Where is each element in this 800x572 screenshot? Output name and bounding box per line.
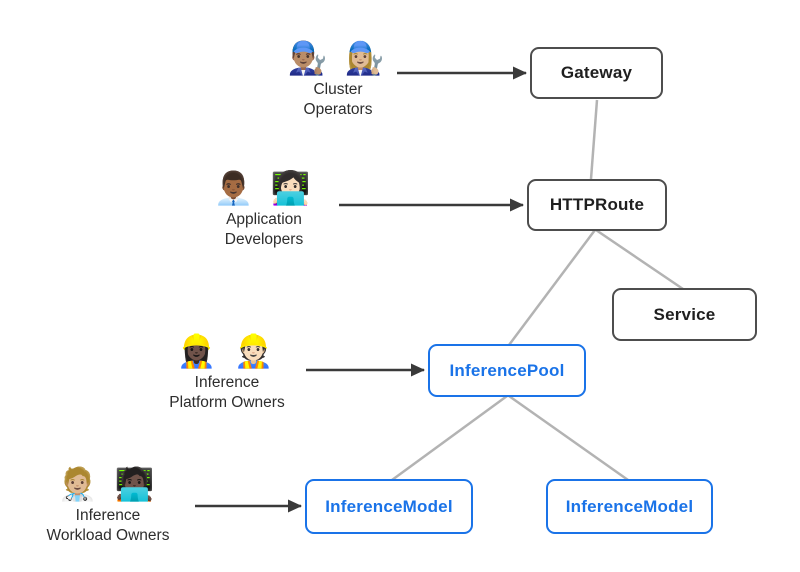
node-service: Service	[612, 288, 757, 341]
persona-inference-workload-owners: 🧑🏼‍⚕️ 🧑🏿‍💻 Inference Workload Owners	[28, 464, 188, 546]
persona-label-line2: Operators	[303, 101, 373, 118]
node-inferencepool: InferencePool	[428, 344, 586, 397]
edge-httproute-service	[595, 228, 684, 291]
edge-inferencepool-inferencemodel-right	[508, 394, 629, 482]
developer-emoji-pair-icon: 👨🏾‍💼 👩🏻‍💻	[213, 170, 315, 206]
node-httproute: HTTPRoute	[527, 179, 667, 231]
persona-application-developers: 👨🏾‍💼 👩🏻‍💻 Application Developers	[184, 168, 344, 250]
persona-label-line1: Application	[226, 211, 302, 228]
persona-cluster-operators: 👨🏽‍🔧 👩🏼‍🔧 Cluster Operators	[258, 38, 418, 120]
mechanic-emoji-pair-icon: 👨🏽‍🔧 👩🏼‍🔧	[287, 40, 389, 76]
persona-label-line2: Workload Owners	[46, 527, 170, 544]
construction-worker-emoji-pair-icon: 👷🏿‍♀️ 👷🏻	[176, 333, 278, 369]
persona-label-line2: Developers	[224, 231, 304, 248]
node-inferencemodel-right: InferenceModel	[546, 479, 713, 534]
workload-owner-emoji-pair-icon: 🧑🏼‍⚕️ 🧑🏿‍💻	[57, 466, 159, 502]
persona-label-line1: Cluster	[313, 81, 363, 98]
edge-gateway-httproute	[589, 99, 599, 180]
persona-label: Cluster Operators	[258, 80, 418, 120]
persona-label: Application Developers	[184, 210, 344, 250]
persona-label: Inference Workload Owners	[28, 506, 188, 546]
persona-label: Inference Platform Owners	[147, 373, 307, 413]
persona-label-line1: Inference	[194, 374, 260, 391]
edge-httproute-inferencepool	[507, 229, 597, 346]
edge-inferencepool-inferencemodel-left	[391, 394, 508, 482]
node-gateway: Gateway	[530, 47, 663, 99]
persona-inference-platform-owners: 👷🏿‍♀️ 👷🏻 Inference Platform Owners	[147, 331, 307, 413]
persona-label-line2: Platform Owners	[169, 394, 285, 411]
node-inferencemodel-left: InferenceModel	[305, 479, 473, 534]
persona-label-line1: Inference	[75, 507, 141, 524]
